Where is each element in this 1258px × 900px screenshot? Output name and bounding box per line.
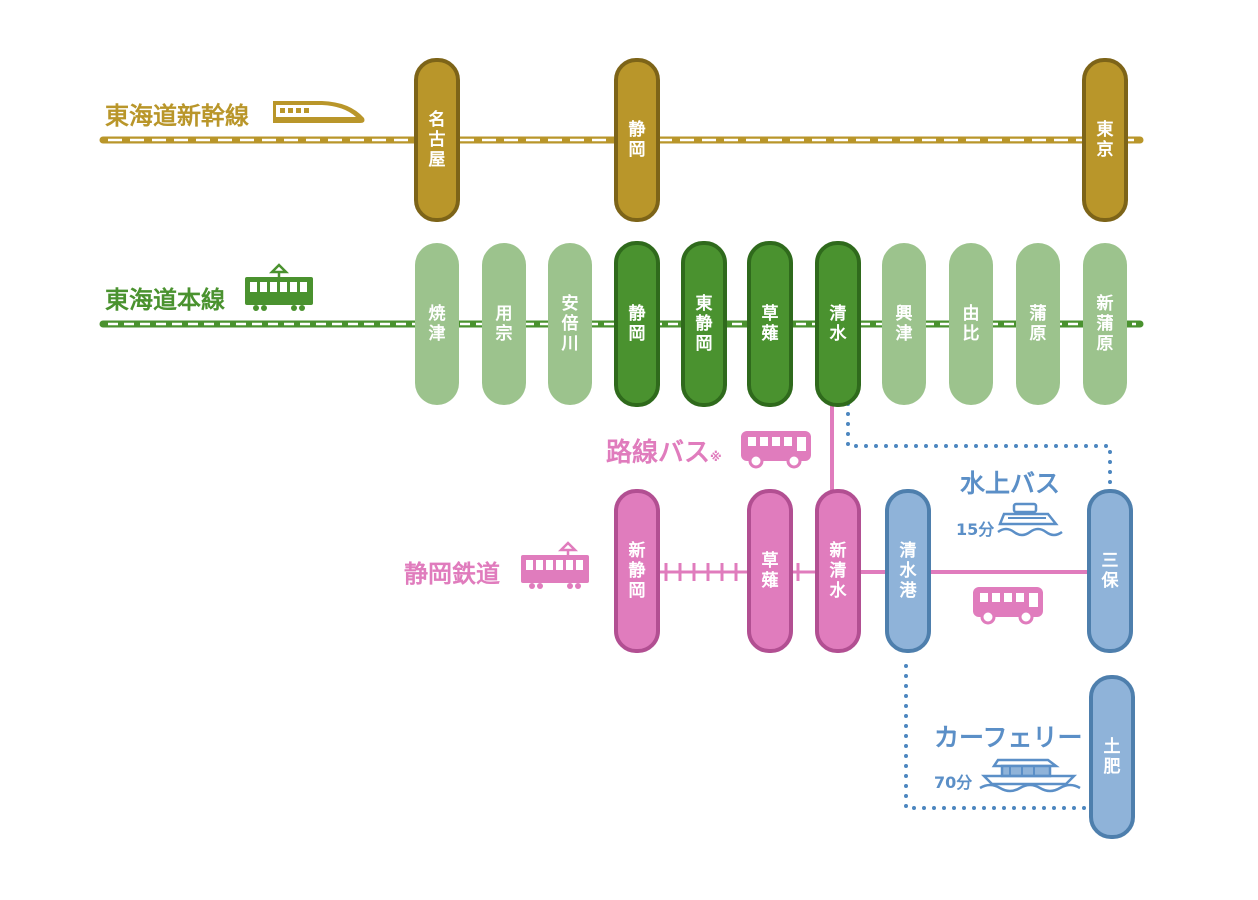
station-label: 名古屋 (428, 110, 446, 170)
station-label: 新静岡 (628, 541, 646, 601)
station-label: 焼津 (428, 304, 446, 344)
car-ferry-label: カーフェリー (934, 723, 1083, 752)
station-miho[interactable]: 三保 (1087, 489, 1133, 653)
station-toi[interactable]: 土肥 (1089, 675, 1135, 839)
station-yaizu[interactable]: 焼津 (415, 243, 459, 405)
ferry-icon (979, 758, 1081, 793)
honsen-line-label: 東海道本線 (105, 286, 225, 314)
water-bus-route (846, 402, 1112, 492)
car-ferry-time: 70分 (934, 773, 973, 792)
station-label: 新清水 (829, 541, 847, 601)
station-label: 清水 (829, 304, 847, 344)
station-label: 草薙 (761, 304, 779, 344)
station-shizuoka[interactable]: 静岡 (614, 241, 660, 407)
station-label: 静岡 (628, 304, 646, 344)
station-label: 安倍川 (561, 294, 579, 354)
station-kusanagi-shizutetsu[interactable]: 草薙 (747, 489, 793, 653)
station-label: 興津 (895, 304, 913, 344)
station-tokyo-shinkansen[interactable]: 東京 (1082, 58, 1128, 222)
bus-icon (973, 587, 1043, 625)
station-shizuoka-shinkansen[interactable]: 静岡 (614, 58, 660, 222)
route-bus-label: 路線バス※ (606, 432, 722, 469)
station-kambara[interactable]: 蒲原 (1016, 243, 1060, 405)
station-label: 清水港 (899, 541, 917, 601)
shinkansen-train-icon (273, 101, 365, 123)
boat-icon (997, 502, 1063, 537)
station-shimizu-port[interactable]: 清水港 (885, 489, 931, 653)
station-yui[interactable]: 由比 (949, 243, 993, 405)
station-shin-shimizu[interactable]: 新清水 (815, 489, 861, 653)
train-icon (245, 263, 313, 311)
route-bus-note: ※ (710, 450, 722, 464)
station-okitsu[interactable]: 興津 (882, 243, 926, 405)
station-label: 三保 (1101, 551, 1119, 591)
station-shin-shizuoka[interactable]: 新静岡 (614, 489, 660, 653)
shinkansen-line-label: 東海道新幹線 (105, 102, 249, 130)
station-abekawa[interactable]: 安倍川 (548, 243, 592, 405)
water-bus-time: 15分 (956, 520, 995, 539)
station-shimizu[interactable]: 清水 (815, 241, 861, 407)
station-nagoya-shinkansen[interactable]: 名古屋 (414, 58, 460, 222)
shizutetsu-line-label: 静岡鉄道 (404, 560, 500, 588)
station-label: 蒲原 (1029, 304, 1047, 344)
station-label: 由比 (962, 304, 980, 344)
station-label: 用宗 (495, 304, 513, 344)
station-label: 土肥 (1103, 737, 1121, 777)
station-label: 東京 (1096, 120, 1114, 160)
water-bus-label: 水上バス (960, 469, 1061, 498)
station-higashi-shizuoka[interactable]: 東静岡 (681, 241, 727, 407)
route-bus-name: 路線バス (606, 438, 711, 468)
station-label: 東静岡 (695, 294, 713, 354)
train-icon (521, 541, 589, 589)
car-ferry-route (904, 664, 1087, 810)
station-label: 静岡 (628, 120, 646, 160)
station-shin-kambara[interactable]: 新蒲原 (1083, 243, 1127, 405)
station-mochimune[interactable]: 用宗 (482, 243, 526, 405)
bus-icon (741, 431, 811, 469)
station-label: 新蒲原 (1096, 294, 1114, 354)
station-kusanagi[interactable]: 草薙 (747, 241, 793, 407)
station-label: 草薙 (761, 551, 779, 591)
